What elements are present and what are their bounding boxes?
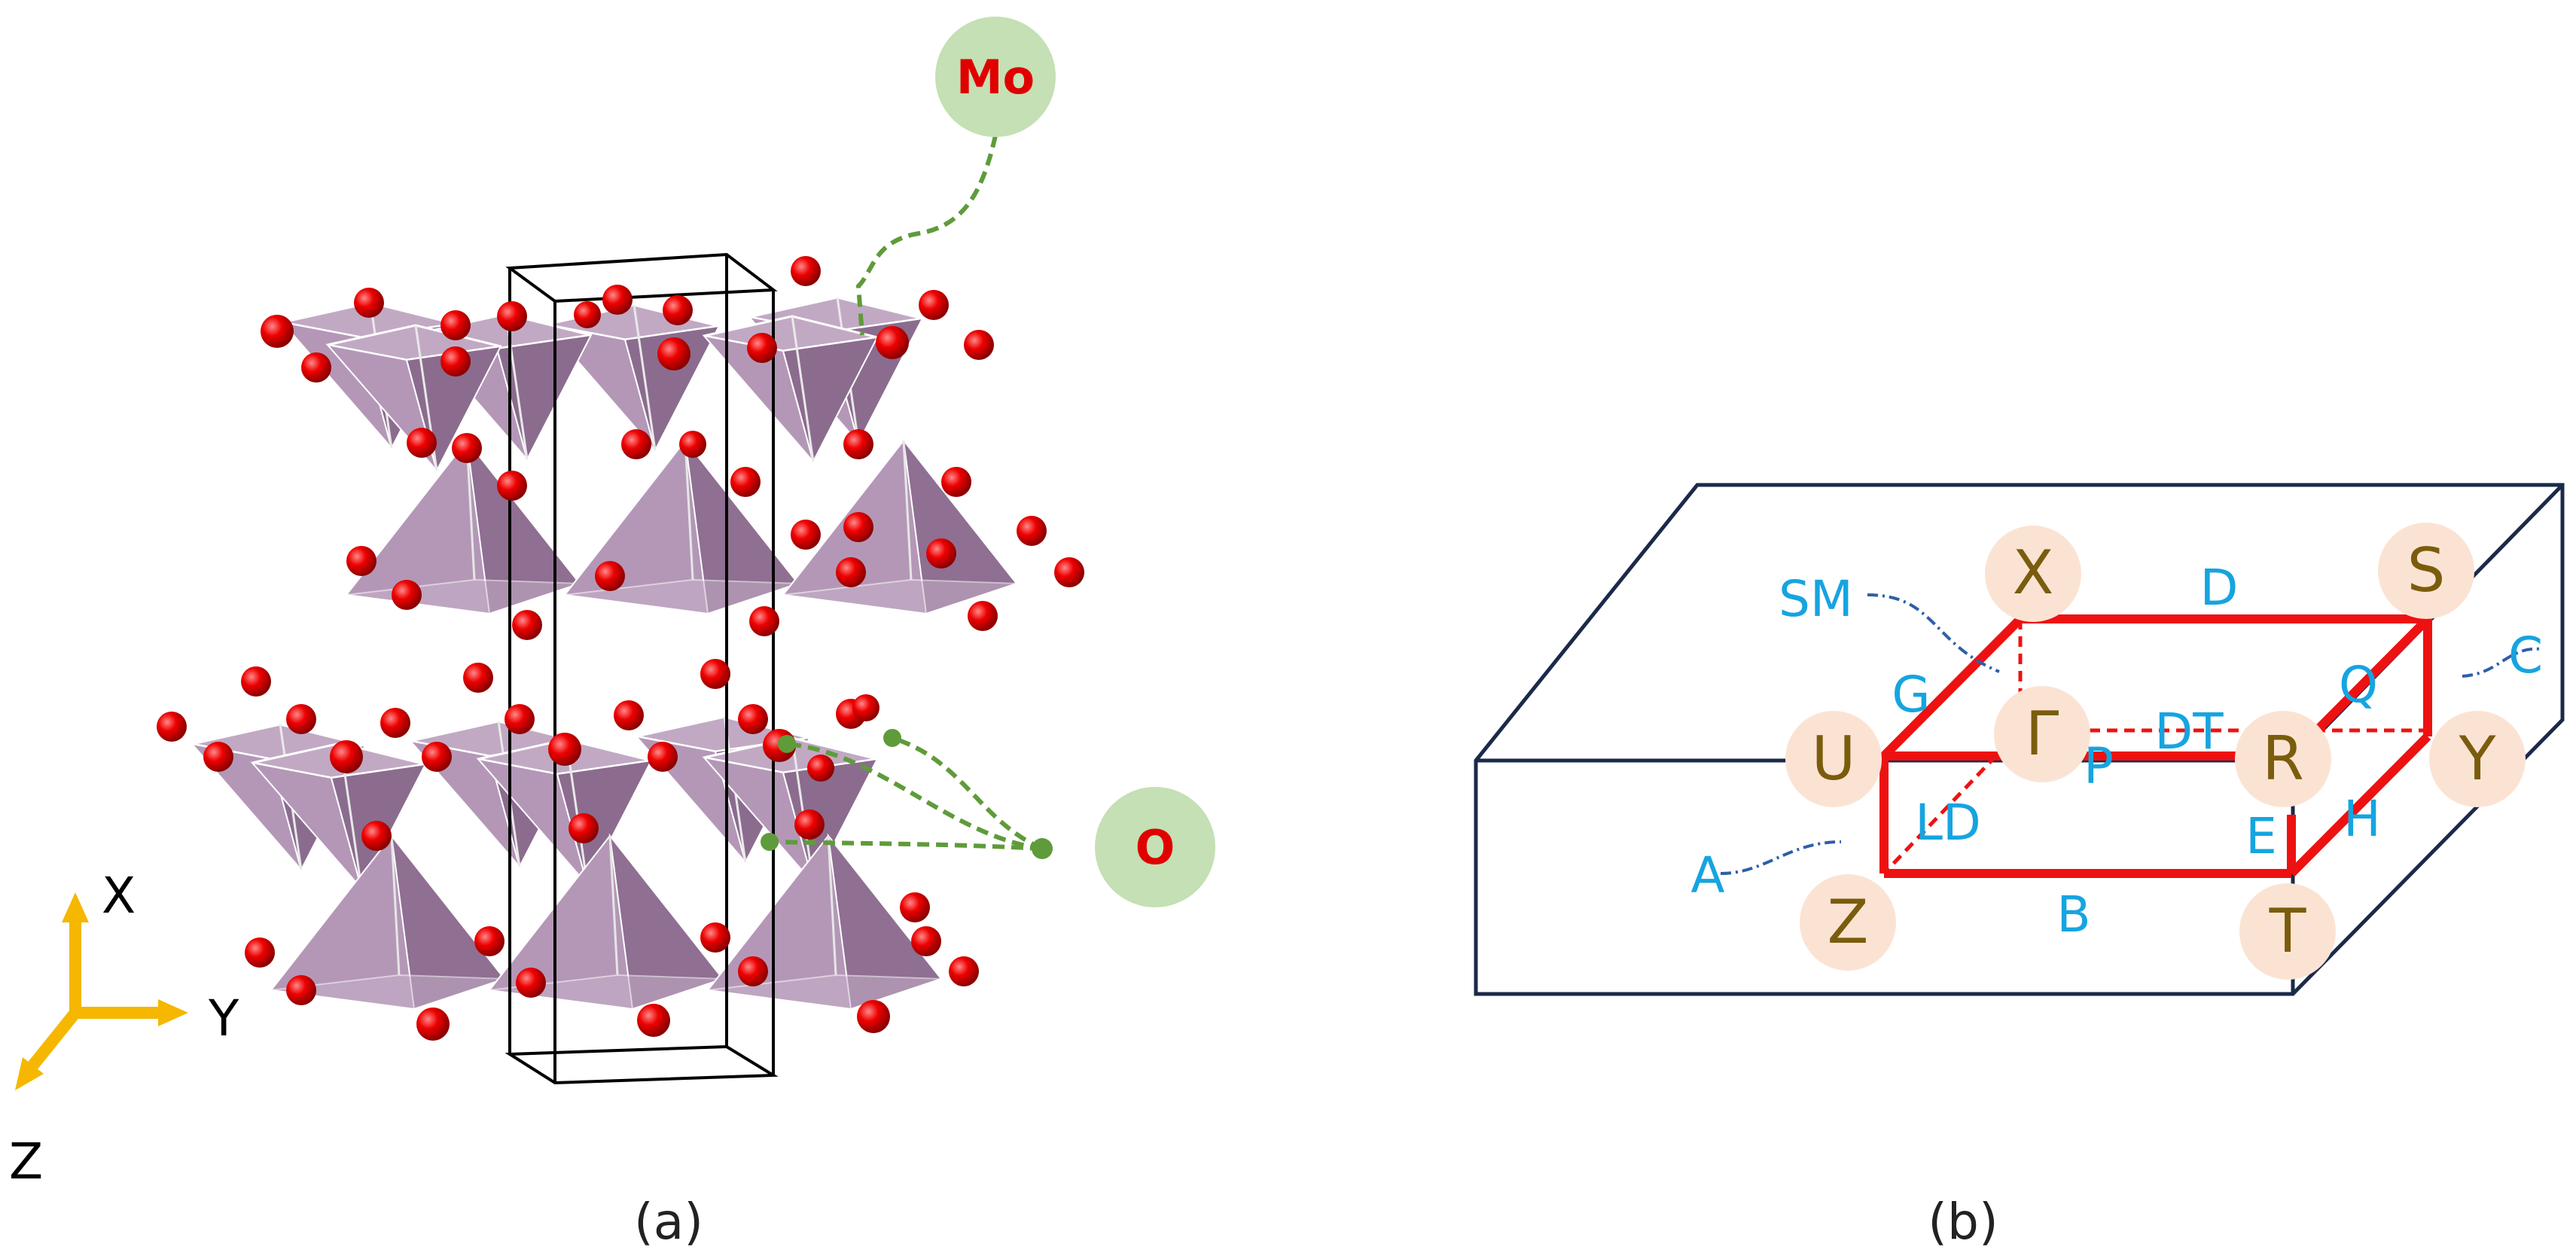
polyhedra-layer-4 — [270, 834, 943, 1011]
path-label-a: A — [1690, 846, 1724, 904]
polyhedra-layer-2 — [345, 439, 1018, 615]
axis-z-label: Z — [9, 1133, 43, 1190]
path-label-c: C — [2508, 626, 2543, 684]
point-t: T — [2239, 883, 2336, 980]
polyhedra-layer-1 — [281, 296, 924, 472]
mo-label: Mo — [956, 50, 1035, 105]
point-s-label: S — [2407, 535, 2446, 605]
point-gamma-label: Γ — [2026, 699, 2059, 769]
mo-callout: Mo — [855, 17, 1056, 336]
path-label-q: Q — [2339, 656, 2378, 714]
point-z: Z — [1800, 874, 1896, 971]
point-r-label: R — [2262, 724, 2304, 794]
o-label: O — [1136, 820, 1175, 875]
point-s: S — [2378, 523, 2474, 619]
oxygen-atoms — [157, 256, 1084, 1041]
path-labels: SM D C G Q DT P LD E H A B — [1690, 559, 2543, 944]
high-symmetry-points: X S U Γ R Y Z — [1785, 523, 2526, 980]
crystal-structure-panel: Mo O X Y Z (a) — [9, 17, 1215, 1251]
path-label-ld: LD — [1915, 794, 1981, 852]
o-callout-bubble — [1095, 787, 1215, 907]
brillouin-zone-panel: X S U Γ R Y Z — [1474, 483, 2565, 1251]
axis-triad: X Y Z — [9, 867, 239, 1190]
point-z-label: Z — [1828, 887, 1869, 957]
path-label-sm: SM — [1779, 570, 1853, 628]
point-r: R — [2235, 711, 2331, 807]
axis-y-label: Y — [208, 989, 239, 1047]
point-u-label: U — [1812, 724, 1856, 794]
point-x-label: X — [2013, 538, 2054, 608]
leader-lines — [1720, 593, 2542, 875]
path-label-e: E — [2245, 807, 2277, 865]
path-label-d: D — [2200, 559, 2239, 617]
caption-a: (a) — [634, 1193, 703, 1251]
unit-cell — [505, 252, 779, 1085]
path-label-h: H — [2343, 790, 2381, 848]
point-y-label: Y — [2459, 724, 2497, 794]
path-label-dt: DT — [2154, 703, 2224, 761]
point-gamma: Γ — [1994, 686, 2090, 782]
caption-b: (b) — [1928, 1193, 1998, 1251]
mo-callout-bubble — [935, 17, 1056, 137]
o-callout: O — [761, 729, 1215, 907]
point-u: U — [1785, 711, 1882, 807]
point-t-label: T — [2269, 896, 2307, 966]
point-y: Y — [2429, 711, 2526, 807]
axis-x-label: X — [102, 867, 136, 925]
point-x: X — [1985, 526, 2081, 622]
path-label-g: G — [1892, 666, 1930, 724]
path-label-p: P — [2084, 737, 2114, 795]
path-label-b: B — [2056, 886, 2090, 944]
